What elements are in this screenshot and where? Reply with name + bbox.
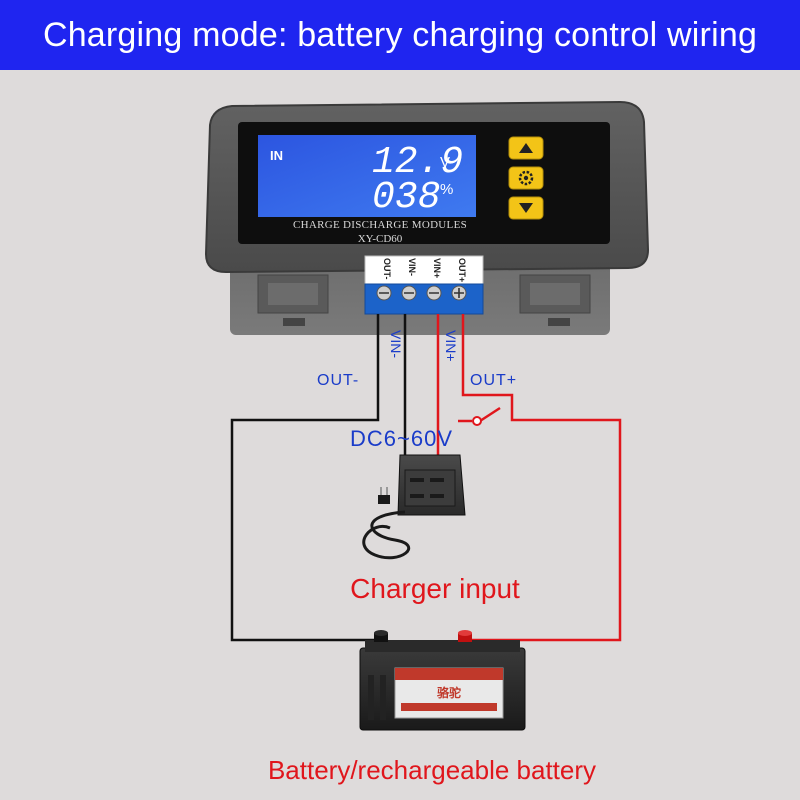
down-button[interactable] xyxy=(508,196,544,220)
lcd-voltage-value: 12.9 xyxy=(372,141,463,184)
lcd-percent-unit: % xyxy=(440,181,453,198)
out-minus-label: OUT- xyxy=(317,372,359,389)
title-banner: Charging mode: battery charging control … xyxy=(0,0,800,70)
charger-adapter xyxy=(362,454,466,560)
module-caption-line2: XY-CD60 xyxy=(358,233,403,245)
lcd-percent-value: 038 xyxy=(372,176,440,219)
battery-plus-terminal-icon xyxy=(458,630,472,642)
plug-icon xyxy=(378,487,390,504)
terminal-label-vin-plus: VIN+ xyxy=(432,258,442,278)
lcd-voltage-unit: V xyxy=(440,154,450,171)
page-title: Charging mode: battery charging control … xyxy=(42,15,758,54)
vin-plus-label: VIN+ xyxy=(443,330,459,362)
switch-contact xyxy=(472,416,482,426)
up-arrow-icon xyxy=(519,143,533,153)
terminal-label-vin-minus: VIN- xyxy=(407,258,417,276)
down-arrow-icon xyxy=(519,203,533,213)
charger-caption: Charger input xyxy=(350,573,520,604)
dc-range-label: DC6~60V xyxy=(350,426,453,451)
battery-brand-label: 骆驼 xyxy=(437,685,461,700)
wire-out-minus xyxy=(230,314,380,642)
wires xyxy=(230,314,622,642)
gear-icon xyxy=(518,170,534,186)
wire-out-plus xyxy=(461,314,622,642)
charger-cord xyxy=(362,510,411,560)
lcd-in-label: IN xyxy=(270,148,283,163)
lcd-display: IN 12.9 V 038 % xyxy=(258,135,476,219)
terminal-screw xyxy=(376,285,467,301)
out-plus-label: OUT+ xyxy=(470,372,517,389)
battery: 骆驼 xyxy=(359,630,526,731)
module-caption-line1: CHARGE DISCHARGE MODULES xyxy=(293,219,467,231)
up-button[interactable] xyxy=(508,136,544,160)
battery-minus-terminal-icon xyxy=(374,630,388,642)
vin-minus-label: VIN- xyxy=(388,330,404,358)
settings-button[interactable] xyxy=(508,166,544,190)
switch-lever xyxy=(479,406,501,423)
terminal-label-out-minus: OUT- xyxy=(382,258,392,280)
terminal-block: OUT- VIN- VIN+ OUT+ xyxy=(364,255,484,315)
battery-caption: Battery/rechargeable battery xyxy=(268,755,596,785)
terminal-label-out-plus: OUT+ xyxy=(457,258,467,282)
